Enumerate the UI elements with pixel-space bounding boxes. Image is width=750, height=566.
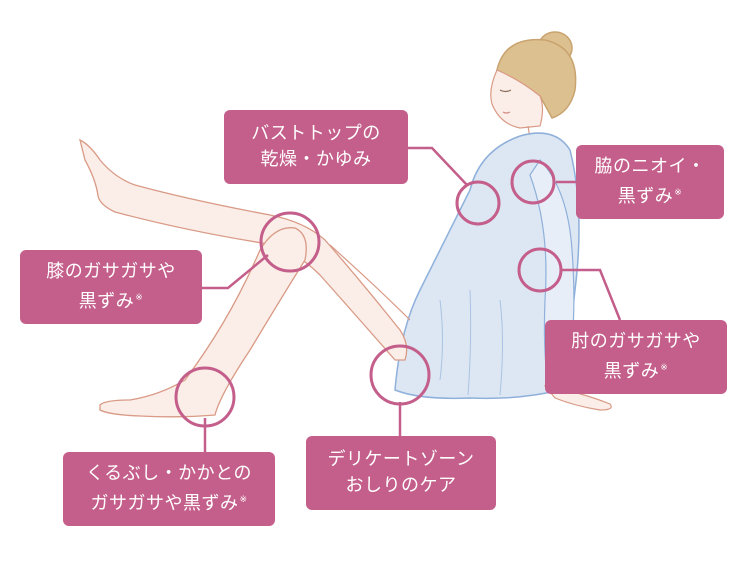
heel-footnote-mark: ※ xyxy=(239,495,248,505)
armpit-highlight-circle xyxy=(510,159,556,205)
bent-leg-graphic xyxy=(99,227,307,418)
knee-footnote-mark: ※ xyxy=(135,293,144,303)
armpit-label: 脇のニオイ・ 黒ずみ※ xyxy=(576,145,724,219)
knee-highlight-circle xyxy=(259,211,321,273)
armpit-label-line1: 脇のニオイ・ xyxy=(594,156,706,177)
delicate-zone-label: デリケートゾーン おしりのケア xyxy=(306,436,496,510)
delicate-label-line2: おしりのケア xyxy=(345,475,457,496)
bust-label-line1: バストトップの xyxy=(251,123,381,144)
armpit-label-line2: 黒ずみ xyxy=(617,186,674,207)
heel-label-line2: ガサガサや黒ずみ xyxy=(90,493,239,514)
heel-label-line1: くるぶし・かかとの xyxy=(86,463,252,484)
heel-label: くるぶし・かかとの ガサガサや黒ずみ※ xyxy=(63,452,275,526)
knee-label: 膝のガサガサや 黒ずみ※ xyxy=(20,250,202,324)
elbow-highlight-circle xyxy=(517,247,563,293)
knee-label-line2: 黒ずみ xyxy=(78,291,135,312)
bust-label-line2: 乾燥・かゆみ xyxy=(260,149,372,170)
delicate-highlight-circle xyxy=(369,344,431,406)
elbow-label-line2: 黒ずみ xyxy=(603,361,660,382)
elbow-footnote-mark: ※ xyxy=(660,363,669,373)
raised-leg-graphic xyxy=(79,138,408,361)
elbow-label: 肘のガサガサや 黒ずみ※ xyxy=(545,320,727,394)
connector-lines xyxy=(202,146,622,452)
head-graphic xyxy=(490,31,577,151)
elbow-label-line1: 肘のガサガサや xyxy=(571,331,701,352)
delicate-label-line1: デリケートゾーン xyxy=(327,449,475,470)
knee-label-line1: 膝のガサガサや xyxy=(46,261,176,282)
armpit-footnote-mark: ※ xyxy=(674,188,683,198)
heel-highlight-circle xyxy=(174,366,236,428)
bust-label: バストトップの 乾燥・かゆみ xyxy=(224,110,408,184)
bust-highlight-circle xyxy=(455,180,501,226)
